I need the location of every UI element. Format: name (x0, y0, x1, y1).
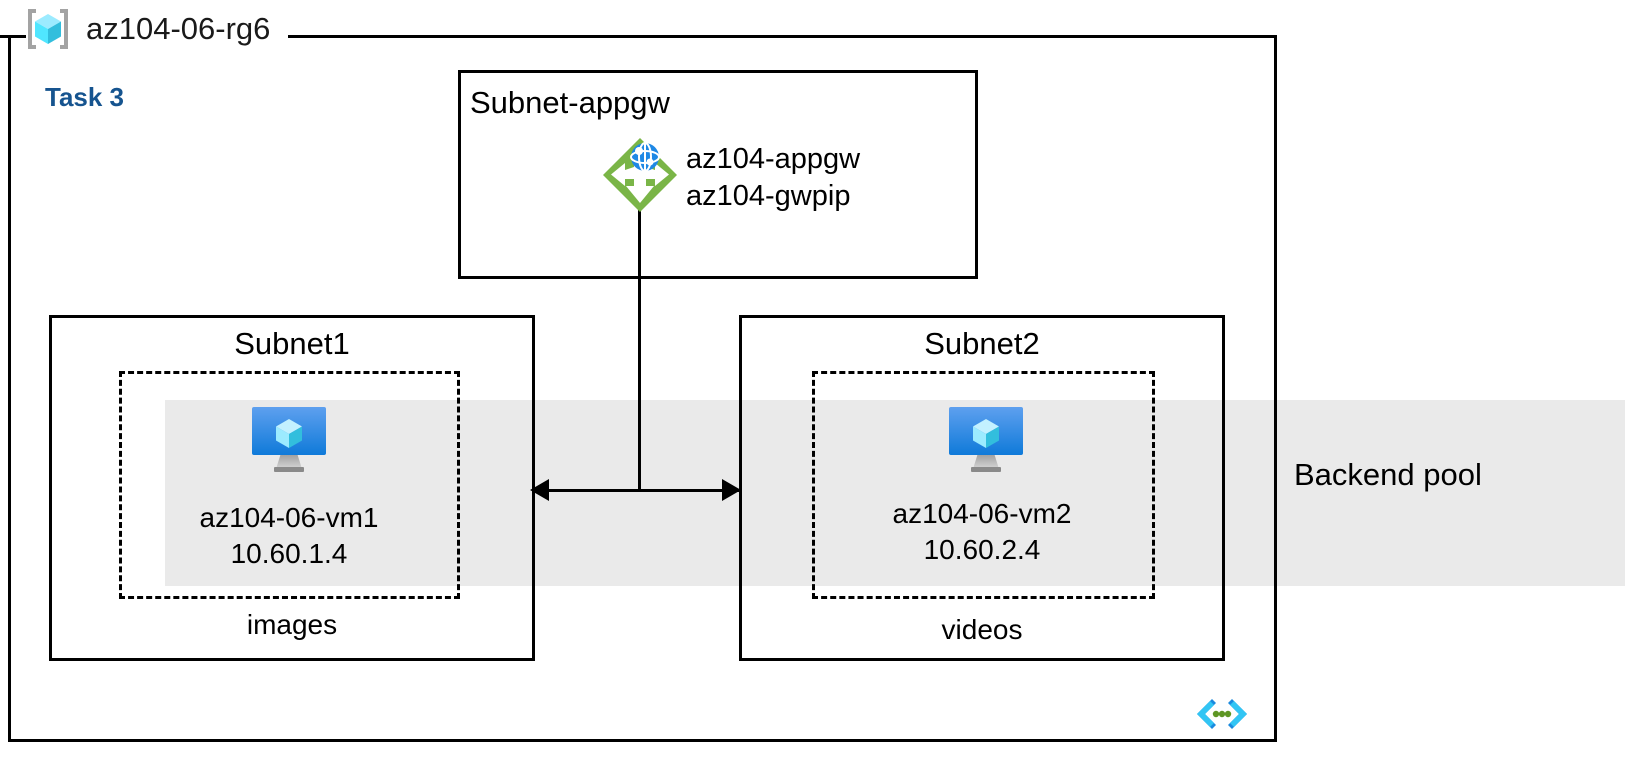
appgw-public-ip-name: az104-gwpip (686, 180, 851, 212)
appgw-resource-name: az104-appgw (686, 143, 861, 175)
subnet2-vm-name: az104-06-vm2 (892, 498, 1072, 529)
application-gateway-labels: az104-appgw az104-gwpip (686, 141, 860, 215)
subnet2-title: Subnet2 (924, 326, 1040, 361)
subnet1-vm-name: az104-06-vm1 (199, 502, 379, 533)
resource-group-border-bottom (8, 739, 1277, 742)
resource-group-border-top-right (288, 35, 1277, 38)
subnet1-title: Subnet1 (234, 326, 350, 361)
subnet1-vm-dashed-boundary (119, 371, 460, 599)
resource-group-name: az104-06-rg6 (86, 11, 271, 46)
subnet2-vm-ip: 10.60.2.4 (923, 534, 1041, 565)
connector-gateway-to-subnets-vertical (638, 205, 641, 492)
arrowhead-left (530, 479, 549, 501)
virtual-machine-icon (250, 405, 328, 473)
connector-subnet1-subnet2-horizontal (534, 489, 740, 492)
arrowhead-right (722, 479, 741, 501)
resource-group-cube-icon (22, 5, 74, 53)
code-brackets-dots-icon (1196, 697, 1248, 731)
subnet-appgw-title: Subnet-appgw (470, 85, 670, 120)
subnet-box-appgw (458, 70, 978, 279)
task-label: Task 3 (45, 82, 125, 112)
resource-group-border-left (8, 35, 11, 742)
backend-pool-band (165, 400, 1625, 586)
subnet2-vm-dashed-boundary (812, 371, 1155, 599)
backend-pool-label: Backend pool (1294, 457, 1482, 492)
subnet1-caption: images (246, 609, 338, 640)
application-gateway-icon (601, 136, 679, 214)
subnet1-vm-ip: 10.60.1.4 (230, 538, 348, 569)
resource-group-border-top-left-stub (0, 35, 26, 38)
subnet2-caption: videos (941, 614, 1023, 645)
resource-group-border-right (1274, 35, 1277, 742)
virtual-machine-icon (947, 405, 1025, 473)
